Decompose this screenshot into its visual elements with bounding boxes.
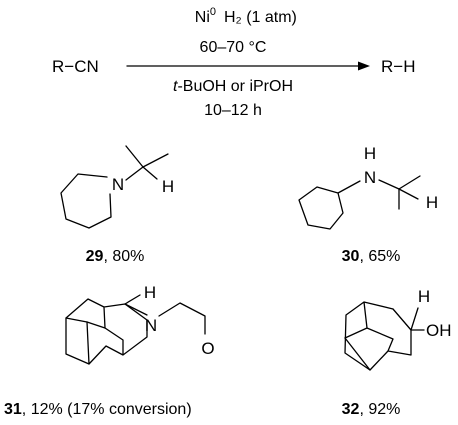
morpholine-ring [158,302,206,335]
compound-31-structure: H N O [65,283,215,365]
svg-text:32, 92%: 32, 92% [342,401,401,418]
ch-h-bond [398,188,419,200]
adamantane-cage-bridge-1 [86,321,106,329]
ring-n-bond [337,180,361,194]
compound-31-caption: 31, 12% (17% conversion) [4,401,192,418]
compound-yield: , 80% [103,248,144,265]
n-ch-bond [378,179,400,190]
amine-nitrogen: N [364,168,376,187]
reactant-label: R−CN [52,57,99,76]
cyclohexane-ring [298,186,344,230]
c2-n-bond [124,303,148,316]
compound-number: 31 [4,401,22,418]
product-label: R−H [381,57,415,76]
adamantane-cage-bridge-3 [65,317,88,323]
compound-yield: , 92% [359,401,400,418]
adamantane-cage-outer [65,298,148,365]
svg-text:31, 12% (17% conversion): 31, 12% (17% conversion) [4,401,192,418]
compound-32-structure: H OH [344,287,452,371]
adamantane-cage-bridge-2 [86,321,90,365]
compound-30-caption: 30, 65% [342,248,401,265]
methyl-bond-2 [142,153,169,168]
methyl-bond-1 [398,175,421,190]
time-label: 10–12 h [204,102,262,119]
reaction-arrow-head [358,61,370,71]
hydrogen-label: H₂ (1 atm) [224,9,297,26]
c2-hydrogen: H [418,287,430,306]
methine-hydrogen: H [426,193,438,212]
solvent-label: t-BuOH or iPrOH [173,78,293,95]
morpholine-oxygen: O [201,339,214,358]
temperature-label: 60–70 °C [200,39,267,56]
adamantane-cage-bridge-3 [392,308,412,331]
adamantane-cage-bridge-1 [344,327,368,339]
methyl-bond-1 [125,145,144,168]
adamantane-cage-bridge-2 [344,337,371,371]
c2-h-bond [410,307,419,331]
methine-hydrogen: H [162,177,174,196]
hydroxyl-group: OH [426,321,452,340]
svg-text:29, 80%: 29, 80% [86,248,145,265]
ch-h-bond [142,166,158,180]
reaction-equation: Ni0 H₂ (1 atm) 60–70 °C R−CN R−H t-BuOH … [52,6,415,119]
compound-yield: , 65% [359,248,400,265]
piperidine-nitrogen: N [112,175,124,194]
c2-hydrogen: H [144,283,156,302]
compound-number: 32 [342,401,360,418]
morpholine-nitrogen: N [145,316,157,335]
compound-yield: , 12% (17% conversion) [22,401,192,418]
c2-h-bond [124,294,141,305]
compound-30-structure: N H H [298,144,438,230]
amine-hydrogen: H [364,144,376,163]
compound-32-caption: 32, 92% [342,401,401,418]
svg-text:30, 65%: 30, 65% [342,248,401,265]
compound-29-caption: 29, 80% [86,248,145,265]
piperidine-ring [60,173,112,229]
n-ch-bond [125,166,144,181]
adamantane-cage-outer [344,301,412,371]
compound-number: 30 [342,248,360,265]
compound-number: 29 [86,248,104,265]
compound-29-structure: N H [60,145,174,229]
catalyst-label: Ni0 [195,6,216,26]
